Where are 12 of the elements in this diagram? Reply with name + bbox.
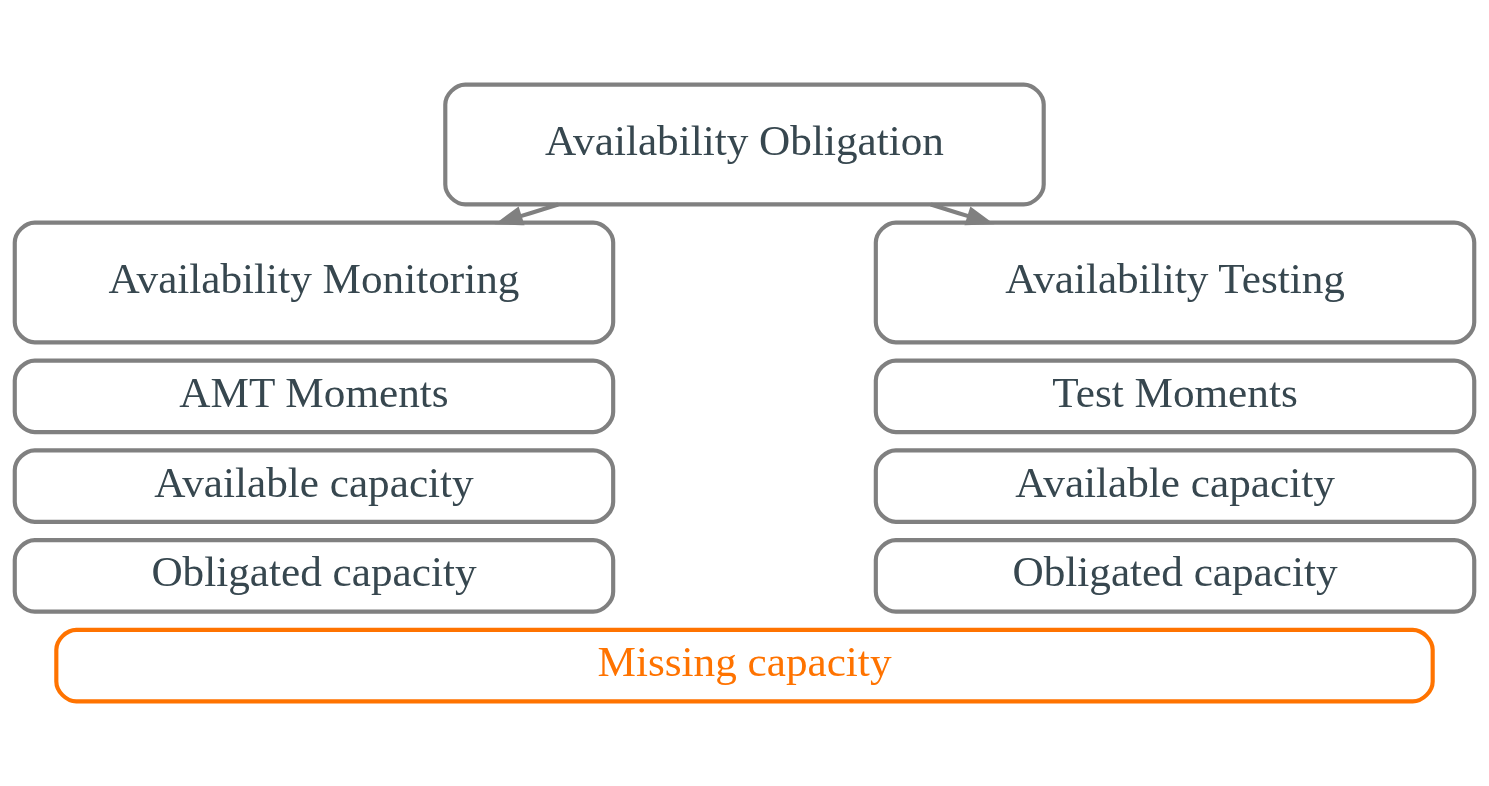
node-box: Available capacity (12, 448, 616, 524)
node-box: AMT Moments (12, 358, 616, 435)
arrow (930, 202, 995, 226)
node-box: Test Moments (873, 358, 1477, 435)
node-box: Obligated capacity (12, 538, 616, 614)
node-box: Availability Testing (873, 220, 1477, 345)
node-box: Available capacity (873, 448, 1477, 524)
arrow (494, 202, 559, 226)
node-box: Availability Monitoring (12, 220, 616, 345)
node-box: Missing capacity (54, 627, 1435, 704)
node-box: Availability Obligation (443, 82, 1046, 207)
node-box: Obligated capacity (873, 538, 1477, 614)
